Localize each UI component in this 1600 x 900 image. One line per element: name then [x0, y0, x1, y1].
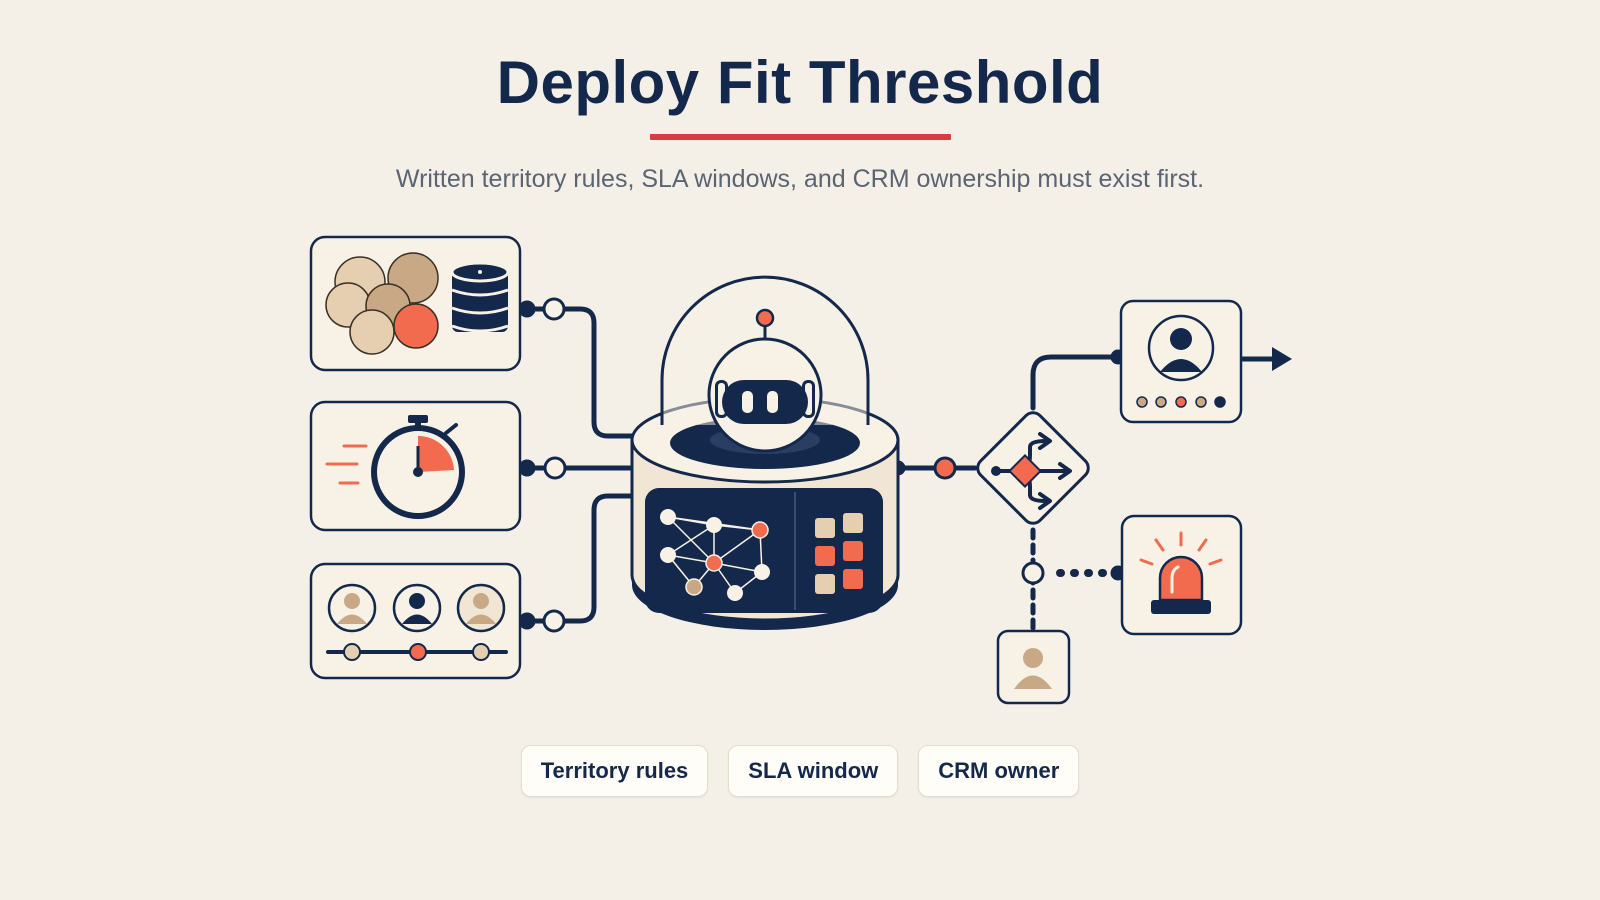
stopwatch-icon [371, 415, 465, 519]
arrow-right-icon [1272, 347, 1292, 371]
network-graph-icon [660, 509, 770, 601]
map-regions-icon [325, 252, 439, 355]
fallback-owner-card [996, 629, 1071, 705]
title-underline [650, 134, 951, 140]
page-title: Deploy Fit Threshold [496, 49, 1104, 116]
status-dots-icon [1136, 396, 1226, 408]
pill-sla-window: SLA window [728, 745, 899, 797]
crm-owners-card [309, 562, 522, 680]
person-icon [1014, 648, 1052, 689]
sla-card [309, 400, 522, 532]
person-icon [1147, 314, 1215, 382]
pill-territory-rules: Territory rules [520, 745, 709, 797]
requirement-pills: Territory rules SLA window CRM owner [0, 745, 1600, 797]
robot-icon [707, 308, 823, 453]
assigned-owner-card [1119, 299, 1243, 424]
page-subtitle: Written territory rules, SLA windows, an… [395, 165, 1205, 193]
person-icon [327, 583, 377, 633]
database-icon [450, 261, 510, 333]
speed-lines-icon [325, 444, 368, 485]
owner-slider-icon [326, 643, 508, 661]
person-icon [392, 583, 442, 633]
person-icon [456, 583, 506, 633]
ai-robot-engine [630, 275, 900, 630]
territory-card [309, 235, 522, 372]
status-grid-icon [815, 513, 863, 594]
pill-crm-owner: CRM owner [918, 745, 1080, 797]
escalation-alert-card [1120, 514, 1243, 636]
routing-decision [976, 411, 1090, 525]
siren-icon [1139, 531, 1223, 614]
